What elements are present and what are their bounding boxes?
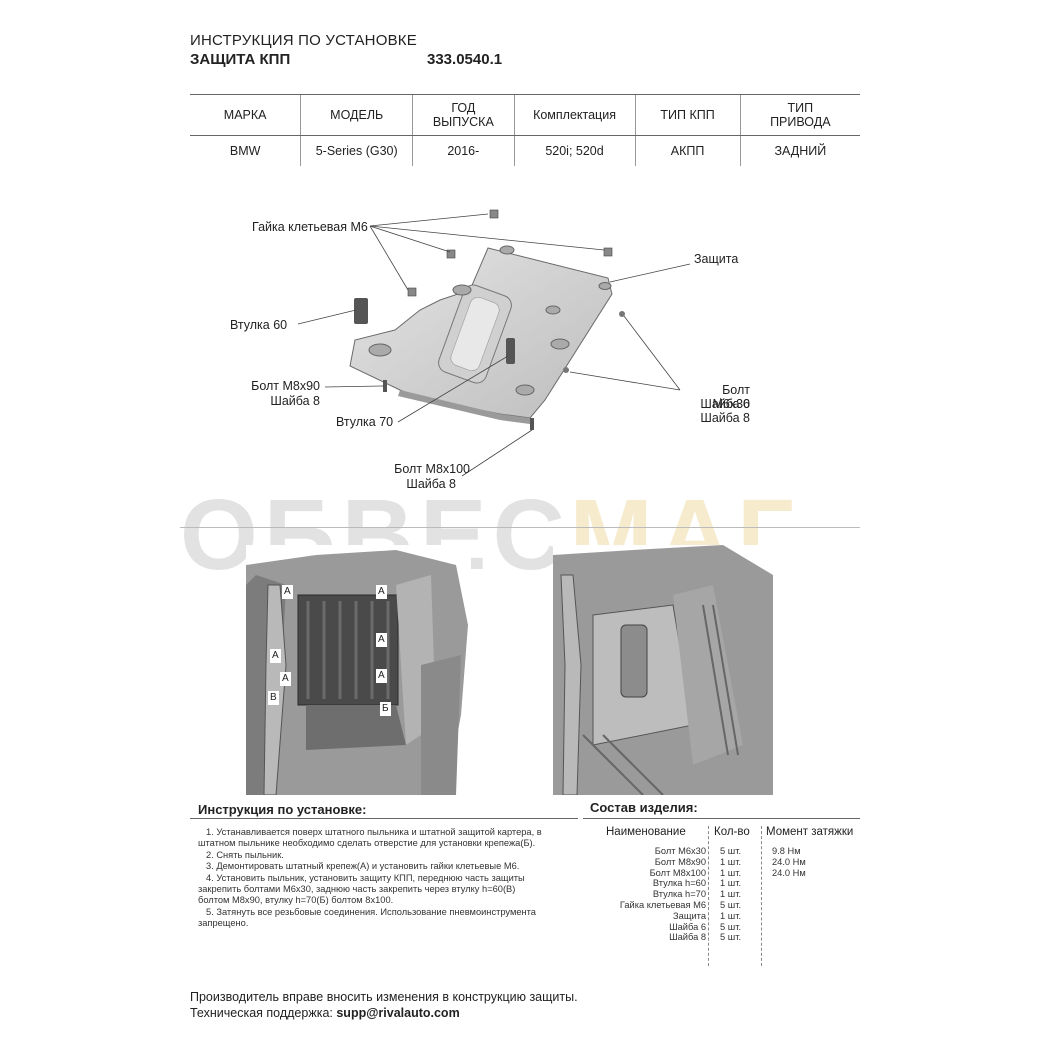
composition-header-name: Наименование: [606, 826, 686, 838]
support-email[interactable]: supp@rivalauto.com: [336, 1006, 460, 1020]
watermark-rule: [180, 527, 860, 528]
composition-item-qty: 5 шт.: [720, 932, 742, 943]
composition-item-name: Болт М8х100: [649, 867, 706, 878]
instruction-line: болтом М8х90, втулку h=70(Б) болтом 8х10…: [198, 895, 394, 906]
label-washer-8-c: Шайба 8: [406, 477, 456, 491]
composition-item-name: Втулка h=70: [652, 889, 706, 900]
composition-quantities: 5 шт.1 шт.1 шт.1 шт.1 шт.5 шт.1 шт.5 шт.…: [720, 846, 741, 943]
instruction-line: 1. Устанавливается поверх штатного пыльн…: [206, 827, 542, 837]
composition-item-name: Болт М6х30: [654, 846, 706, 856]
spec-header-brand: МАРКА: [190, 94, 301, 136]
composition-item-qty: 1 шт.: [720, 910, 742, 921]
instructions-title: Инструкция по установке:: [198, 802, 367, 817]
label-washer-6: Шайба 6: [700, 397, 750, 411]
sleeve-70-icon: [506, 338, 515, 364]
footer-note: Производитель вправе вносить изменения в…: [190, 990, 578, 1004]
spec-brand: BMW: [229, 144, 261, 158]
label-sleeve-60: Втулка 60: [230, 318, 288, 332]
composition-item-name: Гайка клетьевая М6: [619, 899, 706, 910]
bolt-m6x30-icon: [619, 311, 625, 317]
composition-item-name: Защита: [673, 910, 706, 921]
composition-item-name: Болт М8х90: [654, 856, 706, 867]
instruction-line: запрещено.: [198, 918, 249, 929]
instruction-line: штатном пыльнике необходимо сделать отве…: [198, 838, 536, 849]
sleeve-60-icon: [354, 298, 368, 324]
composition-item-qty: 1 шт.: [720, 889, 742, 900]
instruction-line: 4. Установить пыльник, установить защиту…: [206, 872, 525, 883]
label-bolt-m8x90: Болт М8х90: [251, 379, 320, 393]
composition-item-name: Втулка h=60: [652, 878, 706, 889]
bolt-m8x90-icon: [383, 380, 387, 392]
marker-b: Б: [380, 702, 391, 716]
instructions-list: 1. Устанавливается поверх штатного пыльн…: [198, 827, 573, 930]
composition-item-name: Шайба 8: [669, 932, 706, 943]
composition-item-qty: 1 шт.: [720, 856, 742, 867]
instruction-line: закрепить болтами М6х30, заднюю часть за…: [198, 884, 516, 895]
label-bolt-m8x100: Болт М8х100: [394, 462, 470, 476]
composition-header-qty: Кол-во: [714, 826, 750, 838]
composition-item-qty: 5 шт.: [720, 846, 742, 856]
spec-year: 2016-: [412, 135, 515, 166]
spec-header-model: МОДЕЛЬ: [300, 94, 413, 136]
composition-item-torque: 9.8 Нм: [772, 846, 801, 856]
composition-divider: [708, 826, 709, 966]
instruction-line: 5. Затянуть все резьбовые соединения. Ис…: [206, 906, 536, 917]
support-label: Техническая поддержка:: [190, 1006, 333, 1020]
composition-item-qty: 1 шт.: [720, 867, 742, 878]
footer-support: Техническая поддержка: supp@rivalauto.co…: [190, 1006, 460, 1020]
cage-nut-icon: [446, 249, 456, 259]
instructions-rule: [190, 818, 578, 819]
cage-nut-icon: [489, 209, 499, 219]
label-sleeve-70: Втулка 70: [336, 415, 394, 429]
photo-before-installation: А А А А А А В Б: [246, 545, 471, 795]
marker-a6: А: [280, 672, 291, 686]
marker-v: В: [268, 691, 279, 705]
document-title: ИНСТРУКЦИЯ ПО УСТАНОВКЕ: [190, 32, 417, 49]
composition-item-qty: 5 шт.: [720, 921, 742, 932]
marker-a1: А: [282, 585, 293, 599]
spec-header-gearbox: ТИП КПП: [634, 94, 741, 136]
guard-plate: [349, 245, 613, 424]
spec-model: 5-Series (G30): [300, 135, 413, 166]
marker-a5: А: [376, 669, 387, 683]
instruction-line: 2. Снять пыльник.: [206, 849, 284, 860]
composition-item-torque: 24.0 Нм: [772, 867, 806, 878]
marker-a3: А: [376, 633, 387, 647]
spec-header-trim: Комплектация: [513, 94, 636, 136]
spec-header-row: МАРКА МОДЕЛЬ ГОД ВЫПУСКА Комплектация ТИ…: [190, 94, 860, 136]
spec-header-drive: ТИП ПРИВОДА: [739, 94, 860, 136]
composition-rule: [583, 818, 860, 819]
label-washer-8-a: Шайба 8: [270, 394, 320, 408]
spec-trim: 520i; 520d: [513, 135, 636, 166]
bolt-m6x30-icon: [563, 367, 569, 373]
composition-item-qty: 1 шт.: [720, 878, 742, 889]
instruction-line: 3. Демонтировать штатный крепеж(А) и уст…: [206, 861, 520, 872]
vehicle-spec-table: МАРКА МОДЕЛЬ ГОД ВЫПУСКА Комплектация ТИ…: [190, 94, 860, 166]
label-cage-nut: Гайка клетьевая М6: [252, 220, 368, 234]
spec-gearbox: АКПП: [634, 135, 741, 166]
cage-nut-icon: [407, 287, 417, 297]
marker-a4: А: [270, 649, 281, 663]
spec-header-year: ГОД ВЫПУСКА: [412, 94, 515, 136]
photo-after-installation: [553, 545, 778, 795]
label-washer-8-b: Шайба 8: [700, 411, 750, 425]
product-code: 333.0540.1: [427, 51, 503, 68]
composition-item-qty: 5 шт.: [720, 899, 742, 910]
marker-a2: А: [376, 585, 387, 599]
bolt-m8x100-icon: [530, 418, 534, 430]
product-name: ЗАЩИТА КПП: [190, 51, 291, 68]
spec-drive: ЗАДНИЙ: [739, 135, 860, 166]
exploded-assembly-diagram: [297, 209, 691, 477]
spec-value-row: BMW 5-Series (G30) 2016- 520i; 520d АКПП…: [190, 135, 860, 166]
composition-item-torque: 24.0 Нм: [772, 856, 806, 867]
composition-divider: [761, 826, 762, 966]
composition-item-name: Шайба 6: [669, 921, 706, 932]
composition-header-torque: Момент затяжки: [766, 826, 854, 838]
label-bolt-m6x30: Болт М6х30: [712, 383, 750, 411]
composition-title: Состав изделия:: [590, 800, 698, 815]
label-guard: Защита: [694, 252, 739, 266]
cage-nut-icon: [603, 247, 613, 257]
